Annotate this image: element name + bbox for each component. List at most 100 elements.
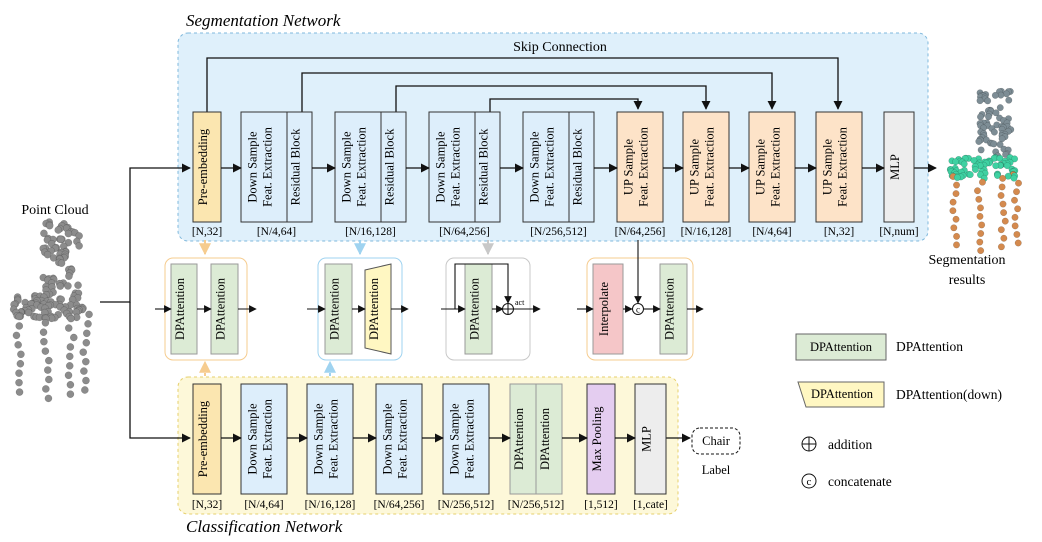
cls-block-2-text: Feat. Extraction [327,398,341,479]
seg-block-3-res-text: Residual Block [477,128,491,205]
cls-block-7-text: MLP [640,426,654,452]
detail-dpattention-3: DPAttention [324,263,353,355]
act-label: act [515,298,525,307]
seg-block-4-text: Feat. Extraction [543,126,557,207]
class-output-caption: Label [702,463,731,477]
cls-block-6: Max Pooling[1,512] [584,383,618,511]
cls-dim-6: [1,512] [584,499,618,511]
seg-block-0: Pre-embedding [N,32] [192,111,222,238]
seg-block-2-text: Feat. Extraction [355,126,369,207]
seg-dim-5: [N/64,256] [615,226,666,238]
seg-block-1-text: Down Sample [246,131,260,203]
detail-dpattention-2: DPAttention [210,263,239,355]
concat-operator: c [632,303,644,315]
detail-dpattention-down-text: DPAttention [367,277,381,340]
seg-dim-1: [N/4,64] [257,226,296,238]
class-output-box [691,427,741,455]
detail-interpolate-text: Interpolate [597,281,611,336]
seg-dim-0: [N,32] [192,226,222,238]
skip-connection-label: Skip Connection [513,40,607,55]
legend-dpattention-down-box-text: DPAttention [811,387,874,401]
cls-block-5: DPAttention DPAttention [N/256,512] [508,383,565,511]
detail-dpattention-1-text: DPAttention [173,277,187,340]
cls-dim-1: [N/4,64] [244,499,283,511]
seg-block-8-text: Feat. Extraction [836,126,850,207]
cls-block-3-text: Down Sample [381,403,395,475]
seg-block-7-text: Feat. Extraction [769,126,783,207]
cls-block-1-text: Feat. Extraction [261,398,275,479]
legend-dpattention-down-text: DPAttention(down) [896,387,1002,402]
detail-dpattention-1: DPAttention [170,263,198,355]
seg-block-1-text: Feat. Extraction [261,126,275,207]
classification-title: Classification Network [186,517,343,536]
detail-dpattention-up: DPAttention [659,263,688,355]
svg-text:c: c [807,476,812,488]
seg-block-2-text: Down Sample [340,131,354,203]
cls-block-4-text: Feat. Extraction [463,398,477,479]
add-operator: act [502,298,525,315]
seg-block-5-text: Feat. Extraction [637,126,651,207]
seg-dim-7: [N/4,64] [752,226,791,238]
seg-block-1-res-text: Residual Block [289,128,303,205]
detail-dpattention-2-text: DPAttention [214,277,228,340]
cls-block-1-text: Down Sample [246,403,260,475]
seg-dim-2: [N/16,128] [345,226,396,238]
class-output-value: Chair [702,434,731,448]
main-flow-lines [100,163,937,443]
cls-block-4-text: Down Sample [448,403,462,475]
seg-block-9-text: MLP [888,154,902,180]
detail-arrows [155,240,704,313]
skip-connections [206,57,843,113]
seg-dim-9: [N,num] [879,226,918,238]
legend-dpattention-down-swatch [797,381,885,408]
seg-block-3-text: Feat. Extraction [449,126,463,207]
seg-block-8-text: UP Sample [821,138,835,195]
seg-block-3-text: Down Sample [434,131,448,203]
seg-block-5-text: UP Sample [622,138,636,195]
seg-block-2-res-text: Residual Block [383,128,397,205]
seg-dim-6: [N/16,128] [681,226,732,238]
cls-block-0-text: Pre-embedding [196,400,210,477]
detail-dpattention-res-text: DPAttention [468,277,482,340]
seg-block-7-text: UP Sample [754,138,768,195]
legend-dpattention-text: DPAttention [896,339,963,354]
cls-block-7: MLP [1,cate] [633,383,668,511]
cls-block-2-text: Down Sample [312,403,326,475]
legend-concatenate-icon [801,473,817,489]
cls-dim-0: [N,32] [192,499,222,511]
seg-block-6-text: Feat. Extraction [703,126,717,207]
detail-dpattention-res: DPAttention [464,263,493,355]
legend-concatenate-text: concatenate [828,474,892,489]
cls-block-0: Pre-embedding [N,32] [192,383,222,511]
seg-dim-8: [N,32] [824,226,854,238]
cls-dim-7: [1,cate] [633,499,668,511]
detail-interpolate: Interpolate [592,263,624,355]
cls-block-5-a-text: DPAttention [512,407,526,470]
cls-dim-4: [N/256,512] [438,499,495,511]
legend-addition-text: addition [828,437,872,452]
seg-block-0-text: Pre-embedding [196,128,210,205]
cls-dim-5: [N/256,512] [508,499,565,511]
seg-block-4-res-text: Residual Block [571,128,585,205]
legend-dpattention-swatch [795,333,887,361]
cls-block-5-b-text: DPAttention [538,407,552,470]
input-point-cloud-image [9,218,93,403]
seg-dim-3: [N/64,256] [439,226,490,238]
legend-dpattention-box-text: DPAttention [810,340,873,354]
seg-block-6-text: UP Sample [688,138,702,195]
detail-dpattention-3-text: DPAttention [328,277,342,340]
seg-result-label-1: Segmentation [929,253,1006,268]
segmentation-title: Segmentation Network [186,11,341,30]
